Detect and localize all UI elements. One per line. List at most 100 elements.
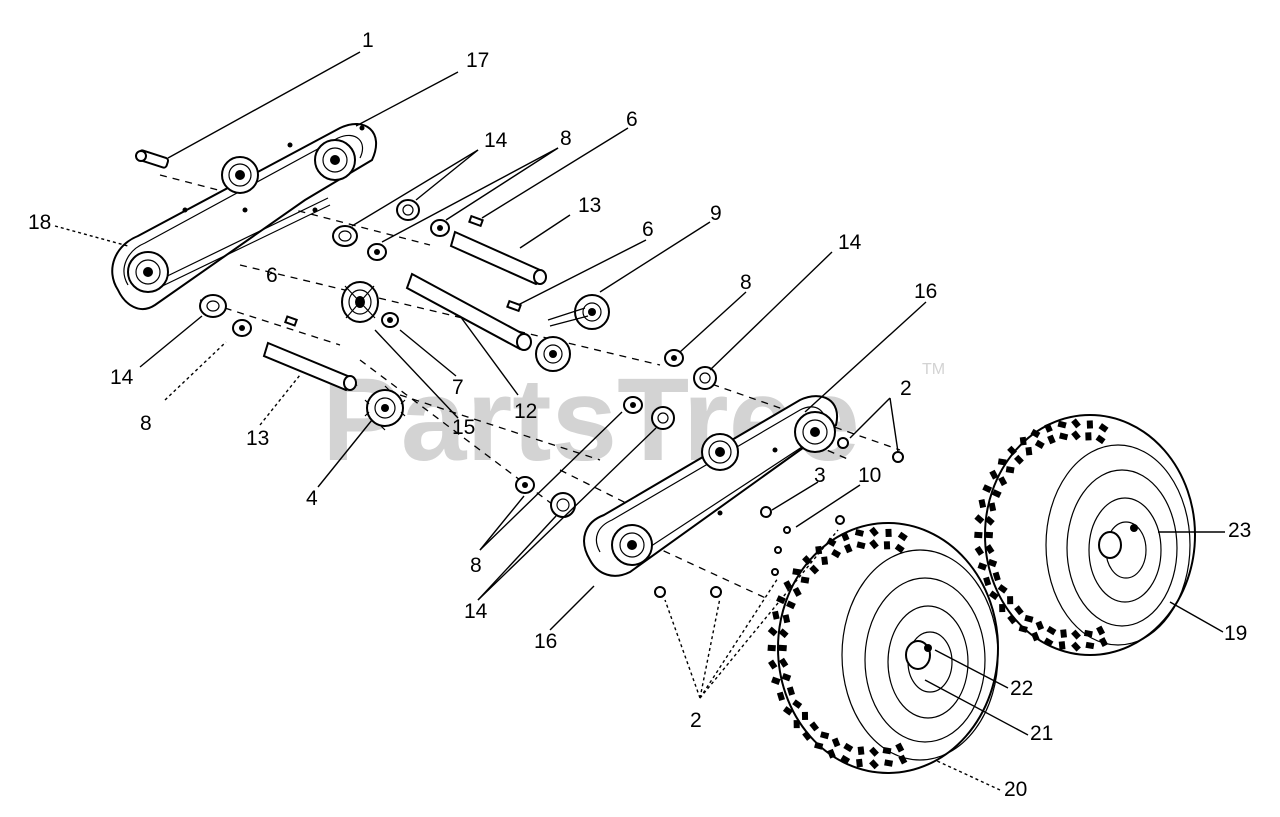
- tread-block: [895, 742, 905, 753]
- tread-block: [1044, 423, 1053, 433]
- tread-block: [898, 754, 908, 765]
- tread-block: [801, 711, 809, 720]
- shafts: [262, 230, 547, 392]
- callout-c19: 19: [1224, 622, 1247, 645]
- callout-c23: 23: [1228, 519, 1251, 542]
- rear-wheel: [974, 414, 1196, 656]
- tread-block: [978, 499, 987, 509]
- tread-block: [1071, 418, 1081, 429]
- tread-block: [1071, 641, 1081, 652]
- tread-block: [982, 484, 993, 494]
- tread-block: [1099, 637, 1109, 648]
- tread-block: [827, 748, 836, 759]
- callout-c12: 12: [514, 400, 537, 423]
- tread-block: [809, 564, 820, 575]
- callout-c10: 10: [858, 464, 881, 487]
- tread-block: [802, 730, 812, 741]
- tread-block: [1095, 434, 1106, 445]
- tread-block: [869, 746, 879, 757]
- tread-block: [884, 759, 894, 767]
- tread-block: [1086, 420, 1094, 429]
- tread-block: [840, 531, 850, 542]
- tread-block: [767, 626, 778, 637]
- tread-block: [800, 576, 810, 584]
- tread-block: [989, 469, 999, 480]
- tread-block: [1058, 641, 1066, 650]
- tread-block: [843, 543, 853, 554]
- tread-block: [988, 590, 999, 601]
- tread-block: [1007, 614, 1017, 625]
- callout-c13a: 13: [578, 194, 601, 217]
- bushings-left: [199, 199, 420, 318]
- tread-block: [809, 721, 820, 732]
- tread-block: [771, 676, 781, 685]
- left-chain-case: [111, 123, 378, 310]
- tread-block: [1018, 624, 1028, 633]
- watermark-trademark: TM: [922, 361, 945, 378]
- tread-block: [974, 531, 983, 539]
- callout-c8c: 8: [140, 412, 152, 435]
- tread-block: [984, 531, 994, 539]
- tread-block: [1096, 625, 1106, 636]
- tread-block: [997, 458, 1007, 466]
- tread-block: [856, 541, 866, 550]
- callout-c8a: 8: [560, 127, 572, 150]
- tread-block: [802, 555, 812, 566]
- washers: [232, 219, 684, 494]
- callout-c3: 3: [814, 464, 826, 487]
- right-chain-case: [583, 395, 839, 577]
- tread-block: [885, 528, 892, 538]
- tread-block: [1035, 620, 1045, 631]
- callout-c14c: 14: [110, 366, 134, 389]
- callout-c17: 17: [466, 49, 489, 72]
- tread-block: [1085, 432, 1092, 441]
- tread-block: [767, 644, 776, 652]
- tread-block: [781, 673, 792, 682]
- tread-block: [1007, 596, 1014, 605]
- tread-block: [1058, 432, 1069, 441]
- callout-c15: 15: [452, 416, 475, 439]
- tread-block: [831, 737, 841, 748]
- tread-block: [897, 531, 908, 542]
- keys: [283, 214, 522, 327]
- callout-c13b: 13: [246, 427, 269, 450]
- tread-block: [1060, 629, 1067, 638]
- callout-c8d: 8: [470, 554, 482, 577]
- tread-block: [999, 604, 1006, 613]
- tread-block: [776, 691, 785, 701]
- callout-c6c: 6: [266, 264, 278, 287]
- callout-c7: 7: [452, 376, 464, 399]
- tread-block: [987, 558, 998, 568]
- callout-c9: 9: [710, 202, 722, 225]
- tread-block: [792, 586, 802, 597]
- tread-block: [793, 720, 800, 729]
- bushings-right: [550, 366, 717, 518]
- tread-block: [974, 545, 985, 556]
- tread-block: [768, 659, 778, 670]
- sprockets: [364, 294, 610, 431]
- tread-block: [843, 742, 854, 753]
- tread-block: [831, 549, 842, 559]
- tread-block: [984, 515, 995, 526]
- tread-block: [894, 543, 905, 554]
- callout-c22: 22: [1010, 677, 1033, 700]
- callout-c6a: 6: [626, 108, 638, 131]
- tread-block: [985, 544, 995, 555]
- pin-part: [135, 149, 170, 169]
- callout-c8b: 8: [740, 271, 752, 294]
- tread-block: [1071, 430, 1081, 441]
- tread-block: [869, 539, 879, 550]
- tread-block: [992, 571, 1001, 582]
- tread-block: [1025, 446, 1033, 456]
- tread-block: [814, 741, 824, 750]
- tread-block: [1031, 631, 1040, 642]
- callout-c18: 18: [28, 211, 51, 234]
- tread-block: [782, 706, 793, 716]
- tread-block: [977, 562, 988, 571]
- tread-block: [1043, 637, 1054, 647]
- tread-block: [988, 502, 997, 512]
- callout-c14b: 14: [838, 231, 862, 254]
- tread-block: [778, 628, 789, 639]
- tread-block: [1057, 420, 1067, 429]
- tread-block: [1014, 605, 1024, 616]
